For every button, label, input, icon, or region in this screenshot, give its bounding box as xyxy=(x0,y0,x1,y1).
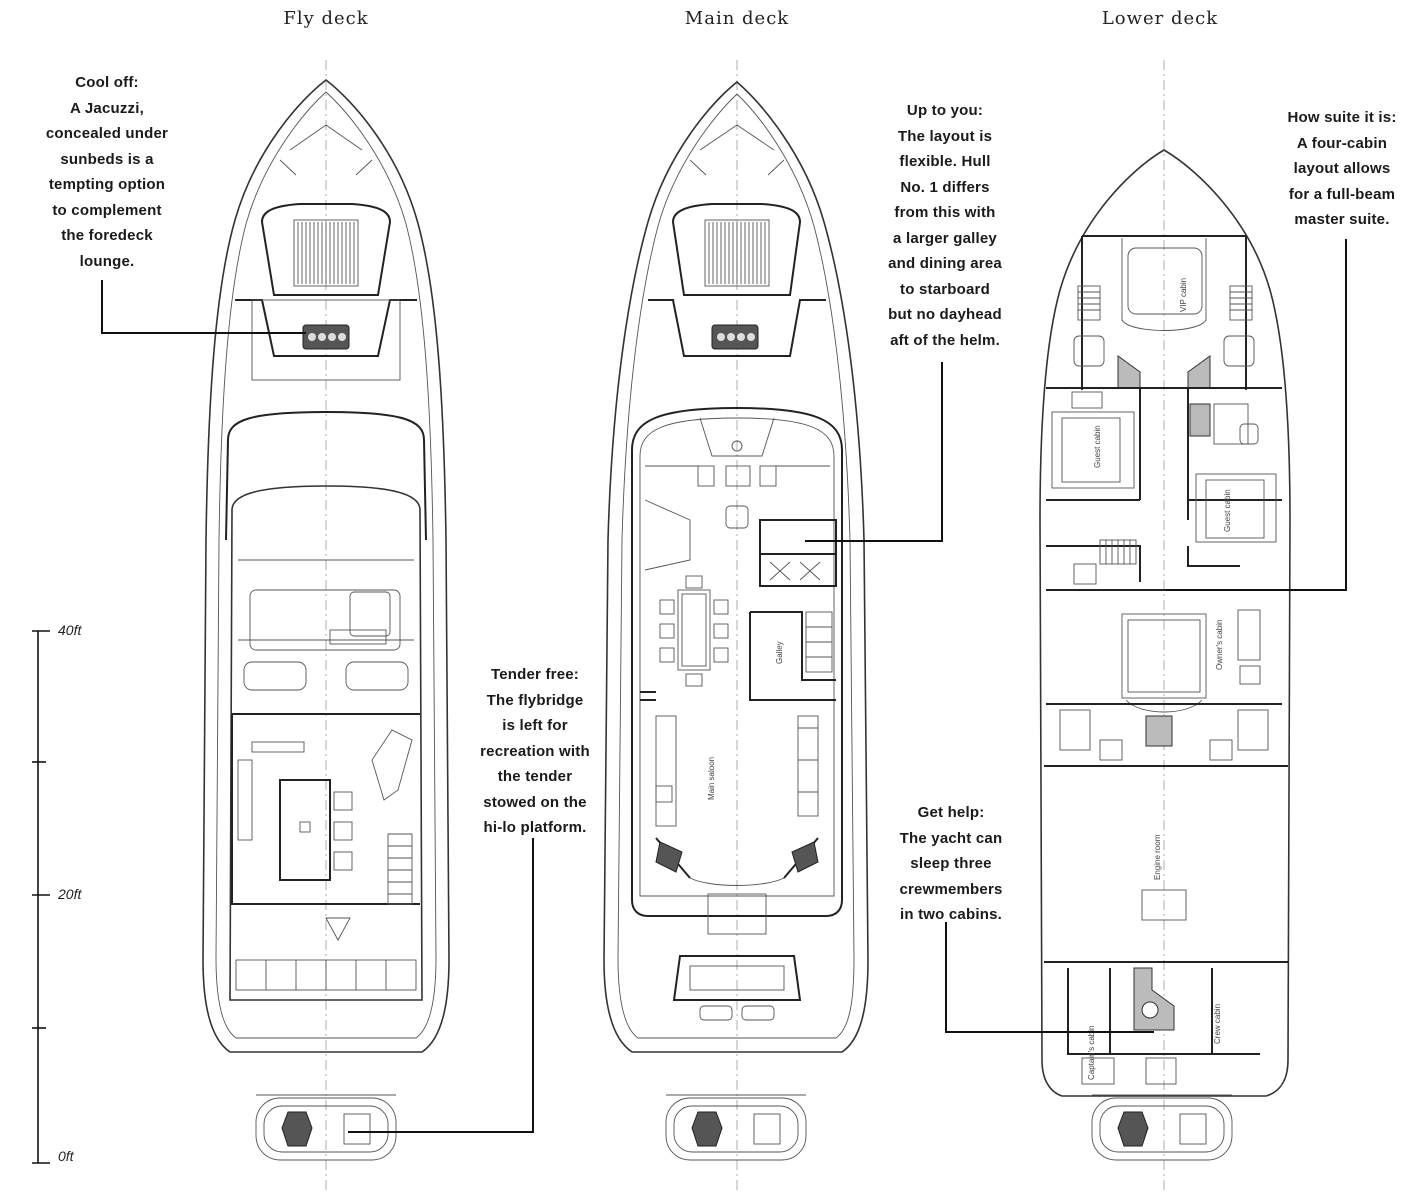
get-help-leader xyxy=(945,922,1154,1033)
scale-label-0ft: 0ft xyxy=(58,1148,74,1164)
cool-off-leader xyxy=(101,280,306,334)
captains-cabin-label: Captain's cabin xyxy=(1087,1026,1096,1080)
how-suite-note: How suite it is: A four-cabin layout all… xyxy=(1287,109,1397,228)
how-suite-leader xyxy=(1166,239,1347,591)
owners-cabin-label: Owner's cabin xyxy=(1215,620,1224,670)
tender-free-leader xyxy=(348,838,534,1133)
main-saloon-label: Main saloon xyxy=(707,757,716,800)
callout-leaders xyxy=(101,239,1347,1133)
vip-cabin-label: VIP cabin xyxy=(1179,278,1188,312)
scale-label-40ft: 40ft xyxy=(58,622,82,638)
main-deck-title: Main deck xyxy=(684,8,790,29)
scale-label-20ft: 20ft xyxy=(58,886,82,902)
get-help-note: Get help: The yacht can sleep three crew… xyxy=(899,804,1003,923)
engine-room-label: Engine room xyxy=(1153,834,1162,880)
guest-cabin-port-label: Guest cabin xyxy=(1093,425,1102,468)
fly-deck-plan xyxy=(202,60,450,1190)
guest-cabin-stbd-label: Guest cabin xyxy=(1223,489,1232,532)
fly-deck-title: Fly deck xyxy=(283,8,369,29)
main-deck-plan: Galley Main saloon xyxy=(603,60,869,1190)
tender-free-note: Tender free: The flybridge is left for r… xyxy=(480,666,590,836)
up-to-you-note: Up to you: The layout is flexible. Hull … xyxy=(888,102,1002,349)
lower-deck-title: Lower deck xyxy=(1101,8,1219,29)
galley-label: Galley xyxy=(775,641,784,664)
scale-bar xyxy=(32,630,50,1164)
crew-cabin-label: Crew cabin xyxy=(1213,1004,1222,1044)
up-to-you-leader xyxy=(805,362,943,542)
lower-deck-plan: VIP cabin Guest cabin Guest cabin xyxy=(1039,60,1291,1190)
cool-off-note: Cool off: A Jacuzzi, concealed under sun… xyxy=(45,74,169,270)
